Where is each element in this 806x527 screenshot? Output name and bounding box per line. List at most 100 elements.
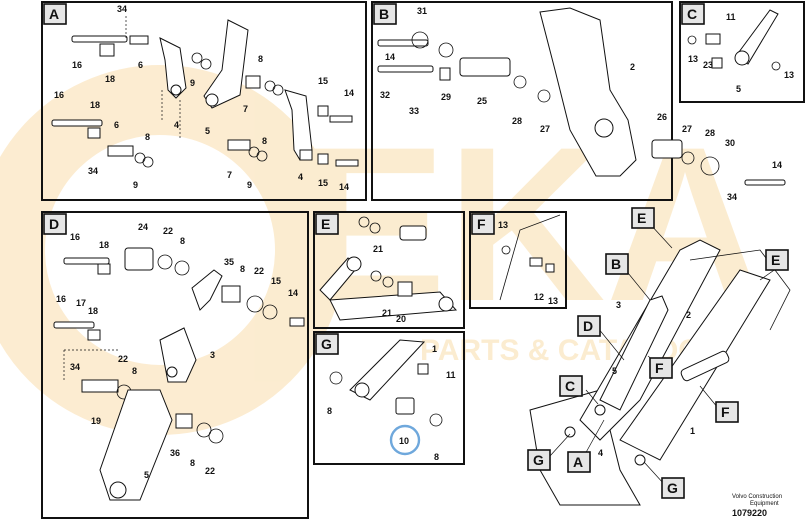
callout: 14	[339, 182, 349, 192]
svg-text:A: A	[49, 6, 59, 22]
panel-g-parts	[329, 339, 443, 456]
callout: 15	[271, 276, 281, 286]
callout: 13	[548, 296, 558, 306]
callout: 5	[736, 84, 741, 94]
callout: 9	[133, 180, 138, 190]
panel-c-callouts: 11 13 23 5 13	[688, 12, 794, 94]
svg-text:E: E	[321, 216, 330, 232]
callout: 22	[205, 466, 215, 476]
overview-machine: E B E D F C G	[527, 207, 791, 506]
callout: 13	[498, 220, 508, 230]
callout: 18	[90, 100, 100, 110]
panel-d-callouts: 16 18 24 22 8 16 17 18 35 8 22 15 14 3 3…	[56, 222, 298, 480]
callout: 28	[512, 116, 522, 126]
callout: 2	[686, 310, 691, 320]
callout: 20	[396, 314, 406, 324]
panel-a-tag: A	[43, 3, 67, 25]
svg-text:E: E	[637, 210, 646, 226]
callout: 34	[117, 4, 127, 14]
panel-d-parts	[53, 247, 305, 501]
panel-c: C 11 13 23 5 13	[679, 1, 805, 103]
footer-line2: Equipment	[750, 501, 779, 507]
callout: 10	[399, 436, 409, 446]
callout: 6	[114, 120, 119, 130]
panel-f-tag: F	[471, 213, 495, 235]
callout: 5	[144, 470, 149, 480]
callout: 35	[224, 257, 234, 267]
callout: 5	[612, 366, 617, 376]
highlight-circle	[389, 424, 421, 456]
overview-tag-d: D	[577, 315, 601, 337]
callout: 2	[630, 62, 635, 72]
callout: 36	[170, 448, 180, 458]
callout: 4	[174, 120, 179, 130]
overview-callouts: 3 2 5 4 1	[598, 300, 695, 458]
callout: 4	[298, 172, 303, 182]
callout: 18	[88, 306, 98, 316]
callout: 8	[180, 236, 185, 246]
callout: 13	[784, 70, 794, 80]
callout: 3	[210, 350, 215, 360]
callout: 6	[138, 60, 143, 70]
panel-e-tag: E	[315, 213, 339, 235]
callout: 9	[190, 78, 195, 88]
callout: 8	[132, 366, 137, 376]
callout: 4	[598, 448, 603, 458]
callout: 18	[99, 240, 109, 250]
svg-text:F: F	[721, 404, 730, 420]
callout: 34	[88, 166, 98, 176]
callout: 8	[258, 54, 263, 64]
callout: 14	[385, 52, 395, 62]
callout: 8	[190, 458, 195, 468]
callout: 7	[227, 170, 232, 180]
callout: 22	[254, 266, 264, 276]
callout: 9	[247, 180, 252, 190]
overview-tag-f-right: F	[715, 401, 739, 423]
callout: 8	[145, 132, 150, 142]
callout: 22	[163, 226, 173, 236]
callout: 16	[56, 294, 66, 304]
callout: 8	[327, 406, 332, 416]
panel-f-parts	[499, 214, 561, 301]
callout: 27	[682, 124, 692, 134]
callout: 33	[409, 106, 419, 116]
callout: 24	[138, 222, 148, 232]
callout: 5	[205, 126, 210, 136]
callout: 32	[380, 90, 390, 100]
footer-line1: Volvo Construction	[732, 494, 782, 500]
svg-text:F: F	[655, 360, 664, 376]
callout: 31	[417, 6, 427, 16]
callout: 14	[288, 288, 298, 298]
callout: 1	[690, 426, 695, 436]
callout: 26	[657, 112, 667, 122]
svg-text:G: G	[667, 480, 678, 496]
panel-c-parts	[687, 9, 781, 71]
callout: 15	[318, 76, 328, 86]
callout: 14	[344, 88, 354, 98]
overview-tag-e-top: E	[631, 207, 655, 229]
panel-b-callouts: 31 14 32 33 29 25 2 28 27 26 27 28 30 14…	[380, 6, 782, 202]
callout: 12	[534, 292, 544, 302]
overview-tag-g-bottom: G	[661, 477, 685, 499]
callout: 11	[726, 12, 736, 22]
overview-tag-c: C	[559, 375, 583, 397]
callout: 29	[441, 92, 451, 102]
callout: 34	[70, 362, 80, 372]
panel-d: D	[41, 211, 309, 519]
callout: 8	[434, 452, 439, 462]
svg-text:C: C	[687, 6, 697, 22]
svg-text:G: G	[321, 336, 332, 352]
footer: Volvo Construction Equipment 1079220	[732, 494, 782, 518]
callout: 15	[318, 178, 328, 188]
svg-text:F: F	[477, 216, 486, 232]
callout: 30	[725, 138, 735, 148]
svg-text:E: E	[771, 252, 780, 268]
overview-tag-b: B	[605, 253, 629, 275]
footer-code: 1079220	[732, 508, 767, 518]
callout: 1	[432, 344, 437, 354]
callout: 21	[373, 244, 383, 254]
panel-b-tag: B	[373, 3, 397, 25]
overview-tag-f-left: F	[649, 357, 673, 379]
